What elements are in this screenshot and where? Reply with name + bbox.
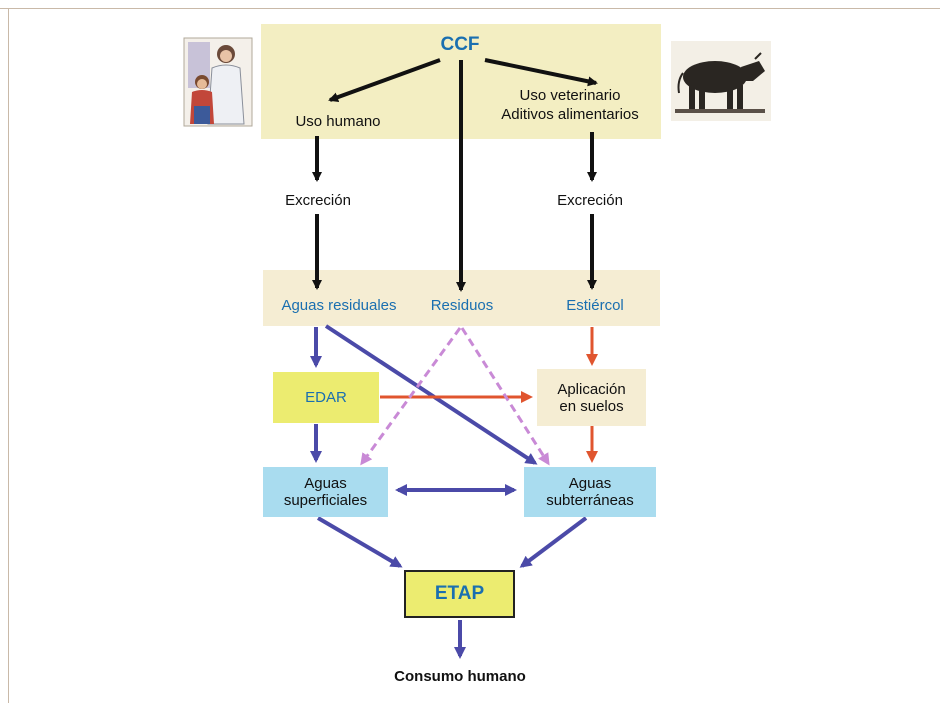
node-aplicacion-suelos: Aplicación en suelos xyxy=(537,369,646,426)
node-uso-humano: Uso humano xyxy=(295,113,381,130)
node-aguas-subterraneas: Aguas subterráneas xyxy=(524,467,656,517)
arrow-ccf-to-uso-humano xyxy=(328,58,441,102)
subterraneas-line-1: Aguas xyxy=(568,475,612,492)
node-consumo-humano: Consumo humano xyxy=(394,668,526,685)
aplicacion-line-2: en suelos xyxy=(559,397,624,415)
aplicacion-line-1: Aplicación xyxy=(557,380,626,398)
aditivos-line: Aditivos alimentarios xyxy=(501,106,639,123)
arrow-subterraneas-to-etap xyxy=(519,516,588,568)
subterraneas-line-2: subterráneas xyxy=(546,492,634,509)
arrow-residuos-to-subterraneas xyxy=(460,327,550,466)
node-etap: ETAP xyxy=(404,570,515,618)
arrow-superficiales-to-etap xyxy=(316,516,403,568)
node-excrecion-left: Excreción xyxy=(285,192,351,209)
arrow-ccf-to-uso-veterinario xyxy=(484,58,598,87)
node-residuos: Residuos xyxy=(430,297,494,314)
node-aguas-residuales: Aguas residuales xyxy=(281,297,397,314)
node-edar: EDAR xyxy=(273,372,379,423)
arrow-aguas-residuales-to-subterraneas xyxy=(324,324,538,465)
superficiales-line-2: superficiales xyxy=(283,492,368,509)
arrow-residuos-to-superficiales xyxy=(360,327,462,466)
cow-illustration xyxy=(671,41,771,121)
frame-top-border xyxy=(0,8,940,9)
node-aguas-superficiales: Aguas superficiales xyxy=(263,467,388,517)
node-estiercol: Estiércol xyxy=(566,297,624,314)
superficiales-line-1: Aguas xyxy=(304,475,347,492)
doctor-patient-illustration xyxy=(183,37,253,127)
uso-veterinario-line: Uso veterinario xyxy=(519,87,621,104)
frame-left-border xyxy=(8,8,9,703)
node-uso-veterinario: Uso veterinario Aditivos alimentarios xyxy=(470,86,670,124)
node-excrecion-right: Excreción xyxy=(557,192,623,209)
node-ccf: CCF xyxy=(440,34,480,55)
